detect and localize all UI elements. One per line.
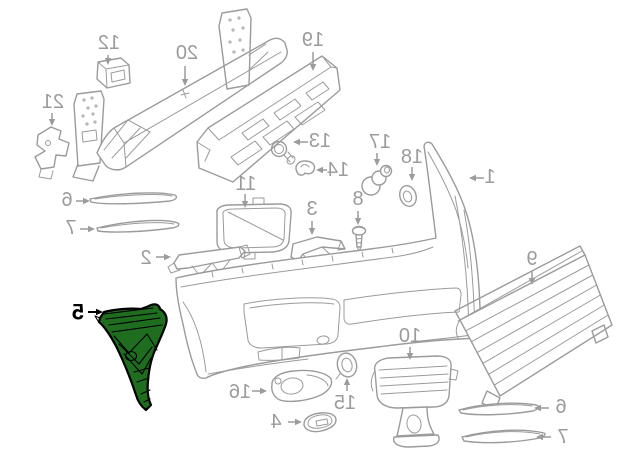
callout-arrow-head [373,159,381,166]
part-16-fog-bezel[interactable] [271,369,333,403]
part-7-molding-strip-left[interactable] [96,219,180,233]
callout-number: 17 [369,131,391,153]
callout-2[interactable]: 2 [140,247,171,269]
callout-number: 10 [399,325,421,347]
callout-number: 15 [334,392,356,414]
callout-number: 20 [176,42,198,64]
part-17-park-sensor[interactable] [361,164,393,196]
callout-18[interactable]: 18 [401,146,423,181]
callout-number: 12 [98,32,120,54]
callout-arrow-head [260,387,267,395]
callout-arrow-head [88,225,95,233]
callout-number: 2 [140,247,151,269]
callout-arrow-head [104,58,112,65]
callout-arrow-head [528,278,536,285]
part-14-clip[interactable] [295,160,316,176]
part-9-lower-grille[interactable] [454,245,613,411]
callout-arrow-head [293,138,300,146]
callout-number: 8 [352,188,363,210]
callout-15[interactable]: 15 [334,378,356,414]
callout-arrow-head [354,218,362,225]
callout-7[interactable]: 7 [65,217,95,239]
callout-1[interactable]: 1 [469,166,496,188]
callout-17[interactable]: 17 [369,131,391,166]
callout-number: 18 [401,146,423,168]
callout-arrow-head [48,119,56,126]
callout-arrow-head [308,228,316,235]
part-21-corner-bracket[interactable] [34,126,70,180]
callout-16[interactable]: 16 [229,381,267,403]
part-5-side-bracket-highlighted[interactable] [94,303,168,412]
part-19-energy-absorber[interactable] [196,55,341,183]
part-15-tow-ring[interactable] [335,351,359,380]
callout-number: 21 [42,91,64,113]
callout-number: 7 [65,217,76,239]
callout-14[interactable]: 14 [316,159,349,181]
callout-number: 19 [302,29,324,51]
callout-arrow-head [164,253,171,261]
part-20-impact-bar[interactable] [72,8,288,182]
callout-21[interactable]: 21 [42,91,64,126]
part-7-molding-strip-right[interactable] [461,429,546,444]
callout-number: 6 [61,189,72,211]
part-12-mount-block[interactable] [96,57,131,89]
callout-arrow-head [316,166,323,174]
callout-5[interactable]: 5 [72,300,103,325]
callout-arrow-head [534,404,541,412]
diagram-line-art [34,8,613,448]
callout-12[interactable]: 12 [98,32,120,65]
callout-number: 1 [484,166,495,188]
callout-arrow-head [536,433,543,441]
callout-6[interactable]: 6 [534,396,567,418]
callout-arrow-head [469,174,476,182]
callout-11[interactable]: 11 [236,173,257,208]
callout-number: 14 [327,159,349,181]
callout-number: 9 [526,248,537,270]
callout-number: 4 [270,411,281,433]
callout-arrow-head [408,174,416,181]
callout-number: 3 [306,198,317,220]
callout-number: 5 [72,300,84,325]
callout-19[interactable]: 19 [302,29,324,71]
part-18-grommet[interactable] [397,184,419,209]
callout-number: 13 [309,130,331,152]
part-6-molding-strip-right[interactable] [458,402,540,416]
callout-10[interactable]: 10 [399,325,421,360]
callout-7[interactable]: 7 [536,426,569,448]
callout-3[interactable]: 3 [306,198,318,235]
part-4-access-cover[interactable] [303,412,337,433]
callout-8[interactable]: 8 [352,188,364,225]
callout-number: 7 [557,426,568,448]
callout-arrow-head [343,378,351,385]
callout-20[interactable]: 20 [176,42,198,86]
callout-arrow-head [309,64,317,71]
callout-6[interactable]: 6 [61,189,90,211]
callout-arrow-head [241,201,249,208]
callout-number: 6 [555,396,566,418]
callout-4[interactable]: 4 [270,411,302,433]
part-13-bolt[interactable] [270,140,297,166]
callout-arrow-head [96,308,103,316]
callout-arrow-head [83,197,90,205]
part-8-screw[interactable] [351,225,367,252]
callout-number: 16 [229,381,251,403]
callout-9[interactable]: 9 [526,248,538,285]
part-10-fog-lamp[interactable] [370,355,459,448]
callout-arrow-head [295,418,302,426]
callout-number: 11 [236,173,257,195]
callout-arrow-head [181,79,189,86]
callout-13[interactable]: 13 [293,130,331,152]
part-6-molding-strip-left[interactable] [89,192,178,205]
callout-arrow-head [406,353,414,360]
